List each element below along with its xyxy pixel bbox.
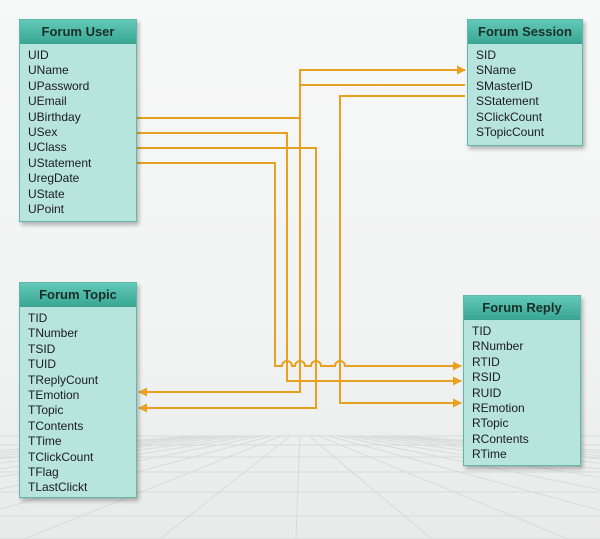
entity-field: TContents (28, 418, 84, 433)
connector-session-topic (138, 84, 465, 397)
entity-field: TID (28, 311, 48, 325)
floor-grid-line (308, 435, 433, 539)
floor-grid-line (23, 435, 281, 539)
entity-field: UBirthday (28, 109, 81, 124)
entity-field: UEmail (28, 94, 67, 109)
entity-field: REmotion (472, 400, 525, 415)
entity-field: RSID (472, 370, 501, 385)
entity-title: Forum Reply (464, 296, 580, 320)
entity-field: RTopic (472, 416, 509, 431)
floor-grid-line (295, 435, 301, 539)
connector-session-reply (339, 95, 465, 408)
entity-field: TID (472, 324, 492, 338)
floor-grid-line (318, 435, 569, 539)
entity-field: TLastClickt (28, 480, 88, 495)
entity-field: UPassword (28, 78, 90, 93)
entity-field: SClickCount (476, 109, 543, 124)
entity-field: UName (28, 63, 69, 78)
entity-field: TEmotion (28, 387, 80, 402)
connector-user-topic (135, 147, 317, 413)
entity-title: Forum Topic (20, 283, 136, 307)
floor-grid-line (159, 435, 291, 539)
entity-field: STopicCount (476, 124, 545, 139)
connector-topic-reply (135, 162, 462, 371)
entity-field: UState (28, 186, 65, 201)
connector-user-reply (135, 132, 462, 386)
entity-title: Forum User (20, 20, 136, 44)
entity-field: UID (28, 48, 49, 62)
floor-grid-line (337, 435, 600, 491)
entity-field: SName (476, 63, 517, 78)
entity-field: RTID (472, 354, 500, 369)
entity-field: TClickCount (28, 449, 94, 464)
entity-field: SMasterID (476, 78, 533, 93)
entity-field: RNumber (472, 339, 524, 354)
entity-field: TTopic (28, 403, 64, 418)
floor-grid-line (0, 435, 253, 478)
entity-field: RTime (472, 447, 507, 462)
entity-field: TSID (28, 341, 56, 356)
entity-field: UClass (28, 140, 67, 155)
entity-title: Forum Session (468, 20, 582, 44)
entity-field: TFlag (28, 464, 59, 479)
entity-field: TReplyCount (28, 372, 99, 387)
entity-field: RContents (472, 431, 529, 446)
entity-field: UregDate (28, 171, 80, 186)
entity-field: USex (28, 124, 58, 139)
floor-grid-line (0, 435, 262, 490)
floor-grid-line (328, 435, 600, 512)
floor-grid-line (347, 435, 600, 478)
entity-field: TUID (28, 357, 56, 372)
entity-field: UPoint (28, 201, 65, 216)
entity-field: RUID (472, 385, 502, 400)
entity-field: UStatement (28, 155, 92, 170)
entity-field: TNumber (28, 326, 79, 341)
entity-field: SID (476, 48, 497, 62)
entity-field: SStatement (476, 94, 539, 109)
entity-field: TTime (28, 434, 62, 449)
